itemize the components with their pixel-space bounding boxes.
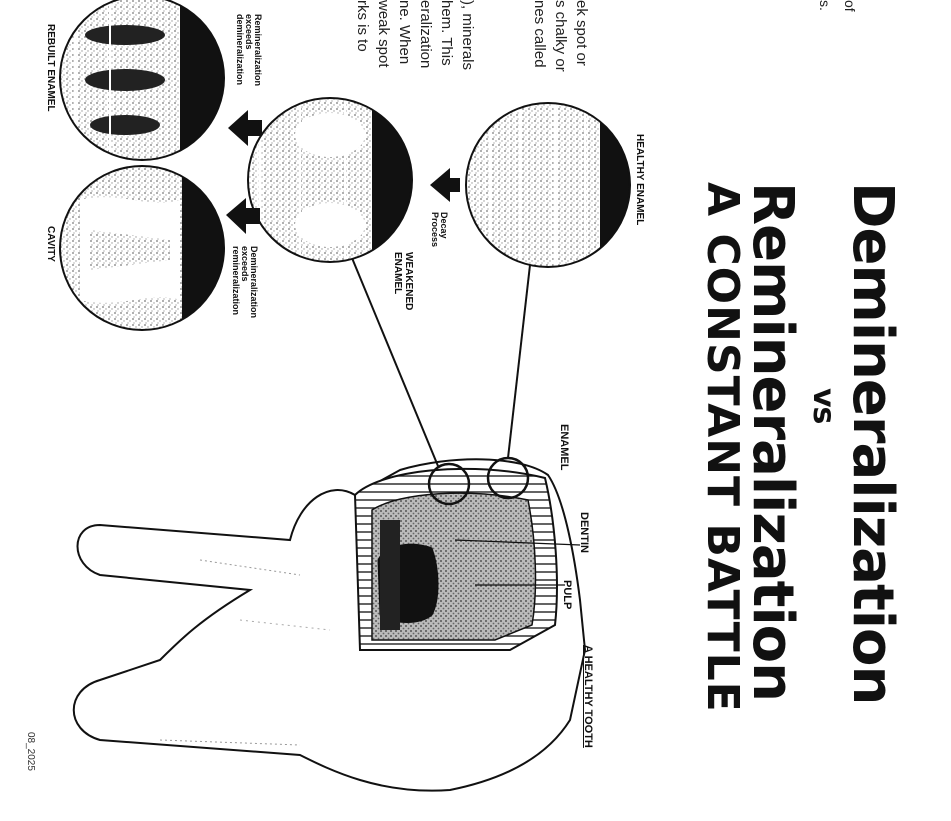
text-line: nes called (531, 0, 548, 68)
label-demin-exceeds: Demineralization exceeds remineralizatio… (231, 246, 259, 319)
label-enamel: ENAMEL (558, 424, 570, 471)
footer-code: 08_2025 (25, 732, 36, 771)
label-remin-exceeds: Remineralization exceeds demineralizatio… (235, 14, 263, 87)
text-line: ), minerals (459, 0, 476, 71)
arrow-icon (226, 198, 260, 234)
text-line: hem. This (438, 0, 455, 66)
label-healthy-enamel: HEALTHY ENAMEL (634, 134, 645, 226)
text-line: ek spot or (573, 0, 590, 66)
title-vs: vs (806, 388, 841, 424)
arrow-icon (228, 110, 262, 146)
text-line: s chalky or (552, 0, 569, 72)
text-line: eralization (417, 0, 434, 69)
text-line: ne. When (396, 0, 413, 65)
title-line-1: Demineralization (840, 182, 905, 705)
label-weakened-enamel: WEAKENED ENAMEL (392, 252, 414, 311)
text-line: s. (817, 0, 833, 11)
label-dentin: DENTIN (578, 512, 590, 553)
text-line: rks is to (354, 0, 371, 52)
title-line-2: Remineralization (740, 182, 805, 701)
label-decay-process: Decay Process (430, 212, 449, 248)
label-rebuilt-enamel: REBUILT ENAMEL (45, 24, 56, 112)
label-healthy-tooth: A HEALTHY TOOTH (582, 645, 594, 748)
title-line-3: A CONSTANT BATTLE (697, 182, 748, 713)
label-pulp: PULP (561, 580, 573, 610)
label-cavity: CAVITY (45, 226, 56, 262)
arrow-icon (430, 168, 460, 202)
text-line: weak spot (375, 0, 392, 68)
text-line: of (842, 0, 858, 12)
